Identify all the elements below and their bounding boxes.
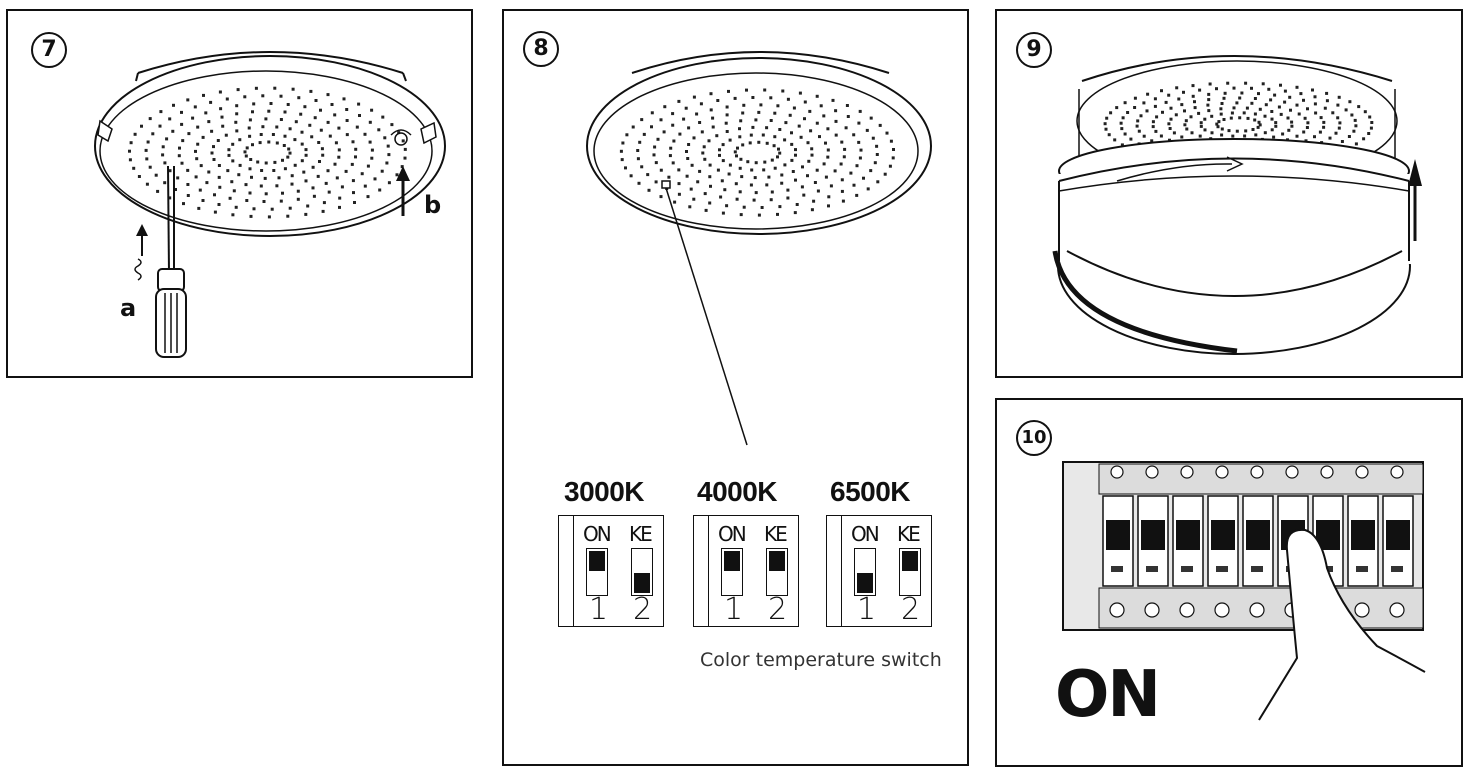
dip-label-on: ON — [583, 522, 612, 546]
switch-group-3000k: 3000K ON KE 1 2 — [558, 476, 666, 636]
dip-switch-6500k[interactable]: ON KE 1 2 — [826, 515, 932, 627]
dip-knob-1 — [724, 551, 740, 571]
ceiling-lamp-base-illustration — [94, 51, 446, 358]
dip-knob-2 — [902, 551, 918, 571]
dip-knob-1 — [857, 573, 873, 593]
dip-slot-1 — [854, 548, 876, 596]
finger-press-icon — [1258, 528, 1426, 721]
breaker-row — [1102, 465, 1414, 618]
dip-switch-4000k[interactable]: ON KE 1 2 — [693, 515, 799, 627]
dip-switch-3000k[interactable]: ON KE 1 2 — [558, 515, 664, 627]
dip-knob-2 — [769, 551, 785, 571]
switch-title: 3000K — [564, 476, 645, 507]
dip-label-on: ON — [851, 522, 880, 546]
step-8-badge: 8 — [523, 31, 559, 67]
dip-slot-2 — [899, 548, 921, 596]
dip-label-ke: KE — [629, 522, 653, 546]
dip-slot-2 — [631, 548, 653, 596]
step-10-badge: 10 — [1016, 420, 1052, 456]
step-7-panel: 7 a — [6, 9, 473, 378]
step-9-panel: 9 — [995, 9, 1463, 378]
led-dot-pattern — [619, 88, 895, 217]
dip-number-1: 1 — [857, 592, 877, 627]
dip-number-2: 2 — [901, 592, 921, 627]
dip-number-2: 2 — [768, 592, 788, 627]
dip-number-1: 1 — [589, 592, 609, 627]
screwdriver-icon — [155, 165, 187, 358]
step-10-panel: 10 ON — [995, 398, 1463, 767]
dip-slot-2 — [766, 548, 788, 596]
dip-knob-2 — [634, 573, 650, 593]
switch-title: 4000K — [697, 476, 778, 507]
arrow-up-icon — [1408, 159, 1422, 241]
step-9-badge: 9 — [1016, 32, 1052, 68]
switch-title: 6500K — [830, 476, 911, 507]
dip-number-2: 2 — [633, 592, 653, 627]
dip-slot-1 — [586, 548, 608, 596]
dip-label-ke: KE — [764, 522, 788, 546]
lamp-cover-attach-illustration — [1052, 55, 1422, 355]
on-label: ON — [1055, 658, 1161, 732]
arrow-up-icon — [390, 129, 412, 216]
breaker-panel-illustration — [1062, 461, 1426, 721]
label-a: a — [120, 294, 137, 322]
arrow-up-icon — [134, 224, 148, 281]
color-temperature-caption: Color temperature switch — [700, 649, 942, 671]
label-b: b — [424, 191, 442, 219]
dip-slot-1 — [721, 548, 743, 596]
step-7-badge: 7 — [31, 32, 67, 68]
ceiling-lamp-base-illustration — [586, 51, 932, 446]
step-8-panel: 8 3000K ON KE 1 2 4000K ON KE 1 2 — [502, 9, 969, 766]
switch-group-4000k: 4000K ON KE 1 2 — [693, 476, 801, 636]
dip-number-1: 1 — [724, 592, 744, 627]
switch-group-6500k: 6500K ON KE 1 2 — [826, 476, 934, 636]
led-dot-pattern — [128, 86, 407, 219]
dip-knob-1 — [589, 551, 605, 571]
dip-label-ke: KE — [897, 522, 921, 546]
dip-label-on: ON — [718, 522, 747, 546]
